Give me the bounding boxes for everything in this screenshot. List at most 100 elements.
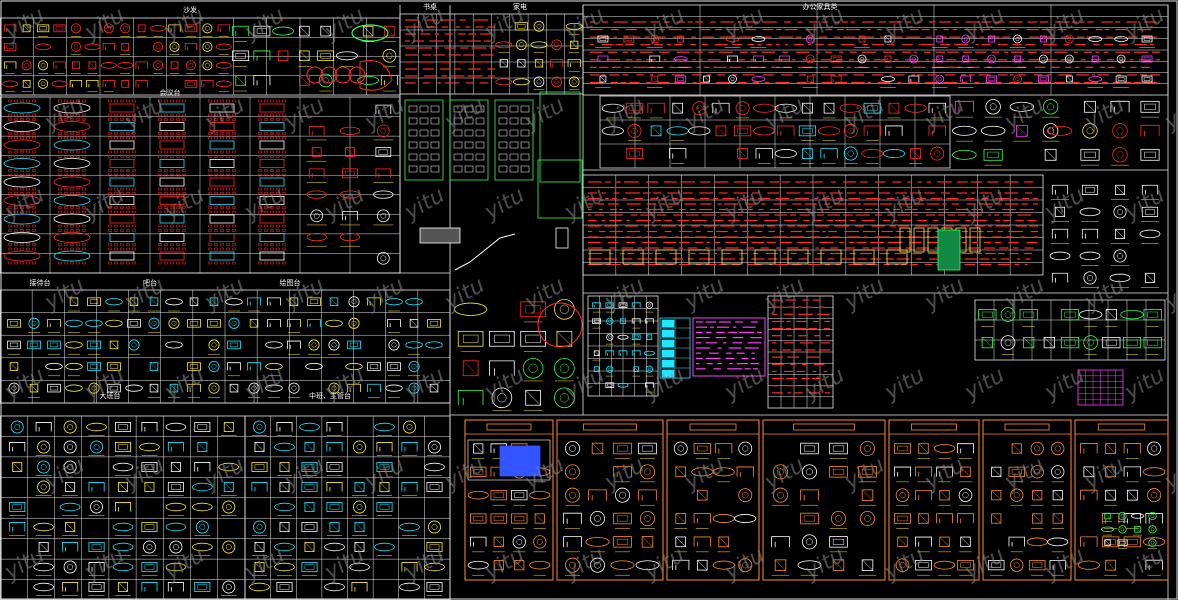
furniture-symbol	[69, 297, 79, 306]
furniture-symbol	[650, 34, 660, 44]
furniture-symbol	[858, 35, 866, 43]
furniture-symbol	[187, 26, 195, 31]
chair	[20, 132, 24, 135]
furniture-symbol	[958, 488, 973, 502]
furniture-symbol	[117, 62, 134, 69]
meeting-table	[209, 196, 235, 205]
furniture-symbol	[1140, 100, 1160, 113]
furniture-symbol	[1087, 274, 1093, 281]
furniture-symbol	[989, 103, 997, 111]
watermark-text: yitu	[0, 183, 49, 226]
furniture-symbol	[631, 127, 638, 134]
furniture-symbol	[884, 55, 892, 63]
furniture-symbol	[345, 170, 355, 176]
furniture-symbol	[222, 540, 236, 554]
chair	[258, 243, 262, 246]
furniture-symbol	[374, 422, 395, 432]
furniture-symbol	[605, 302, 615, 308]
furniture-symbol	[267, 297, 281, 306]
sheet-frame	[666, 419, 760, 581]
furniture-symbol	[960, 536, 971, 547]
furniture-symbol	[847, 150, 854, 157]
furniture-symbol	[141, 562, 158, 572]
chair	[8, 210, 12, 214]
furniture-symbol	[1013, 492, 1020, 499]
furniture-symbol	[382, 48, 397, 63]
chair	[226, 224, 230, 228]
chair	[276, 224, 280, 228]
furniture-symbol	[376, 124, 390, 138]
furniture-symbol	[189, 297, 199, 306]
chair	[70, 173, 74, 177]
chair	[82, 206, 86, 209]
furniture-symbol	[533, 535, 547, 549]
chair	[282, 150, 286, 154]
furniture-symbol	[1032, 490, 1043, 501]
furniture-symbol	[229, 384, 239, 393]
chair	[220, 261, 224, 265]
furniture-symbol	[514, 560, 525, 571]
furniture-symbol	[1054, 468, 1061, 475]
chair	[132, 132, 136, 135]
furniture-symbol	[168, 317, 180, 329]
furniture-symbol	[817, 126, 841, 136]
furniture-symbol	[169, 384, 179, 393]
furniture-symbol	[607, 303, 613, 307]
furniture-symbol	[829, 466, 848, 478]
boss-desk-symbols	[9, 420, 240, 596]
furniture-symbol	[308, 168, 325, 178]
chair	[26, 210, 30, 214]
furniture-symbol	[1150, 540, 1155, 545]
watermark-text: yitu	[640, 543, 689, 586]
sheet-frame	[982, 419, 1072, 581]
furniture-symbol	[429, 544, 440, 550]
office-furniture-grid	[582, 4, 1169, 96]
chair	[82, 99, 86, 103]
furniture-symbol	[593, 319, 600, 323]
furniture-symbol	[899, 562, 906, 569]
chair	[158, 136, 162, 140]
chair	[208, 187, 212, 191]
cyan-cell	[661, 369, 675, 378]
furniture-symbol	[1011, 469, 1022, 475]
blueprint-fill	[499, 445, 541, 477]
chair	[108, 187, 112, 191]
furniture-symbol	[345, 362, 363, 371]
furniture-symbol	[403, 420, 416, 434]
furniture-symbol	[1000, 307, 1016, 322]
chair	[58, 229, 62, 232]
workstation	[498, 117, 508, 125]
watermark-text: yitu	[240, 543, 289, 586]
furniture-symbol	[988, 560, 1005, 571]
furniture-symbol	[981, 337, 993, 348]
chair	[14, 99, 18, 103]
furniture-symbol	[495, 78, 513, 86]
meeting-table	[159, 177, 185, 187]
furniture-symbol	[1064, 54, 1074, 64]
furniture-symbol	[429, 484, 440, 490]
furniture-symbol	[67, 444, 74, 450]
chair	[170, 155, 174, 158]
furniture-symbol	[37, 440, 51, 454]
furniture-symbol	[771, 536, 790, 548]
furniture-symbol	[642, 536, 653, 548]
meeting-table-symbols	[3, 99, 286, 265]
chair	[58, 169, 62, 172]
workstation	[419, 117, 429, 125]
furniture-symbol	[189, 297, 199, 306]
chair	[108, 261, 112, 265]
furniture-symbol	[279, 584, 290, 590]
cyan-sheet	[659, 317, 691, 379]
furniture-symbol	[861, 468, 874, 475]
chair	[8, 136, 12, 140]
watermark-text: yitu	[680, 273, 729, 316]
furniture-symbol	[1082, 123, 1098, 139]
furniture-symbol	[645, 382, 654, 388]
office-furniture-symbols	[595, 34, 1155, 88]
chair	[114, 192, 118, 195]
chair	[170, 118, 174, 121]
furniture-symbol	[87, 340, 101, 350]
furniture-symbol	[399, 582, 420, 592]
